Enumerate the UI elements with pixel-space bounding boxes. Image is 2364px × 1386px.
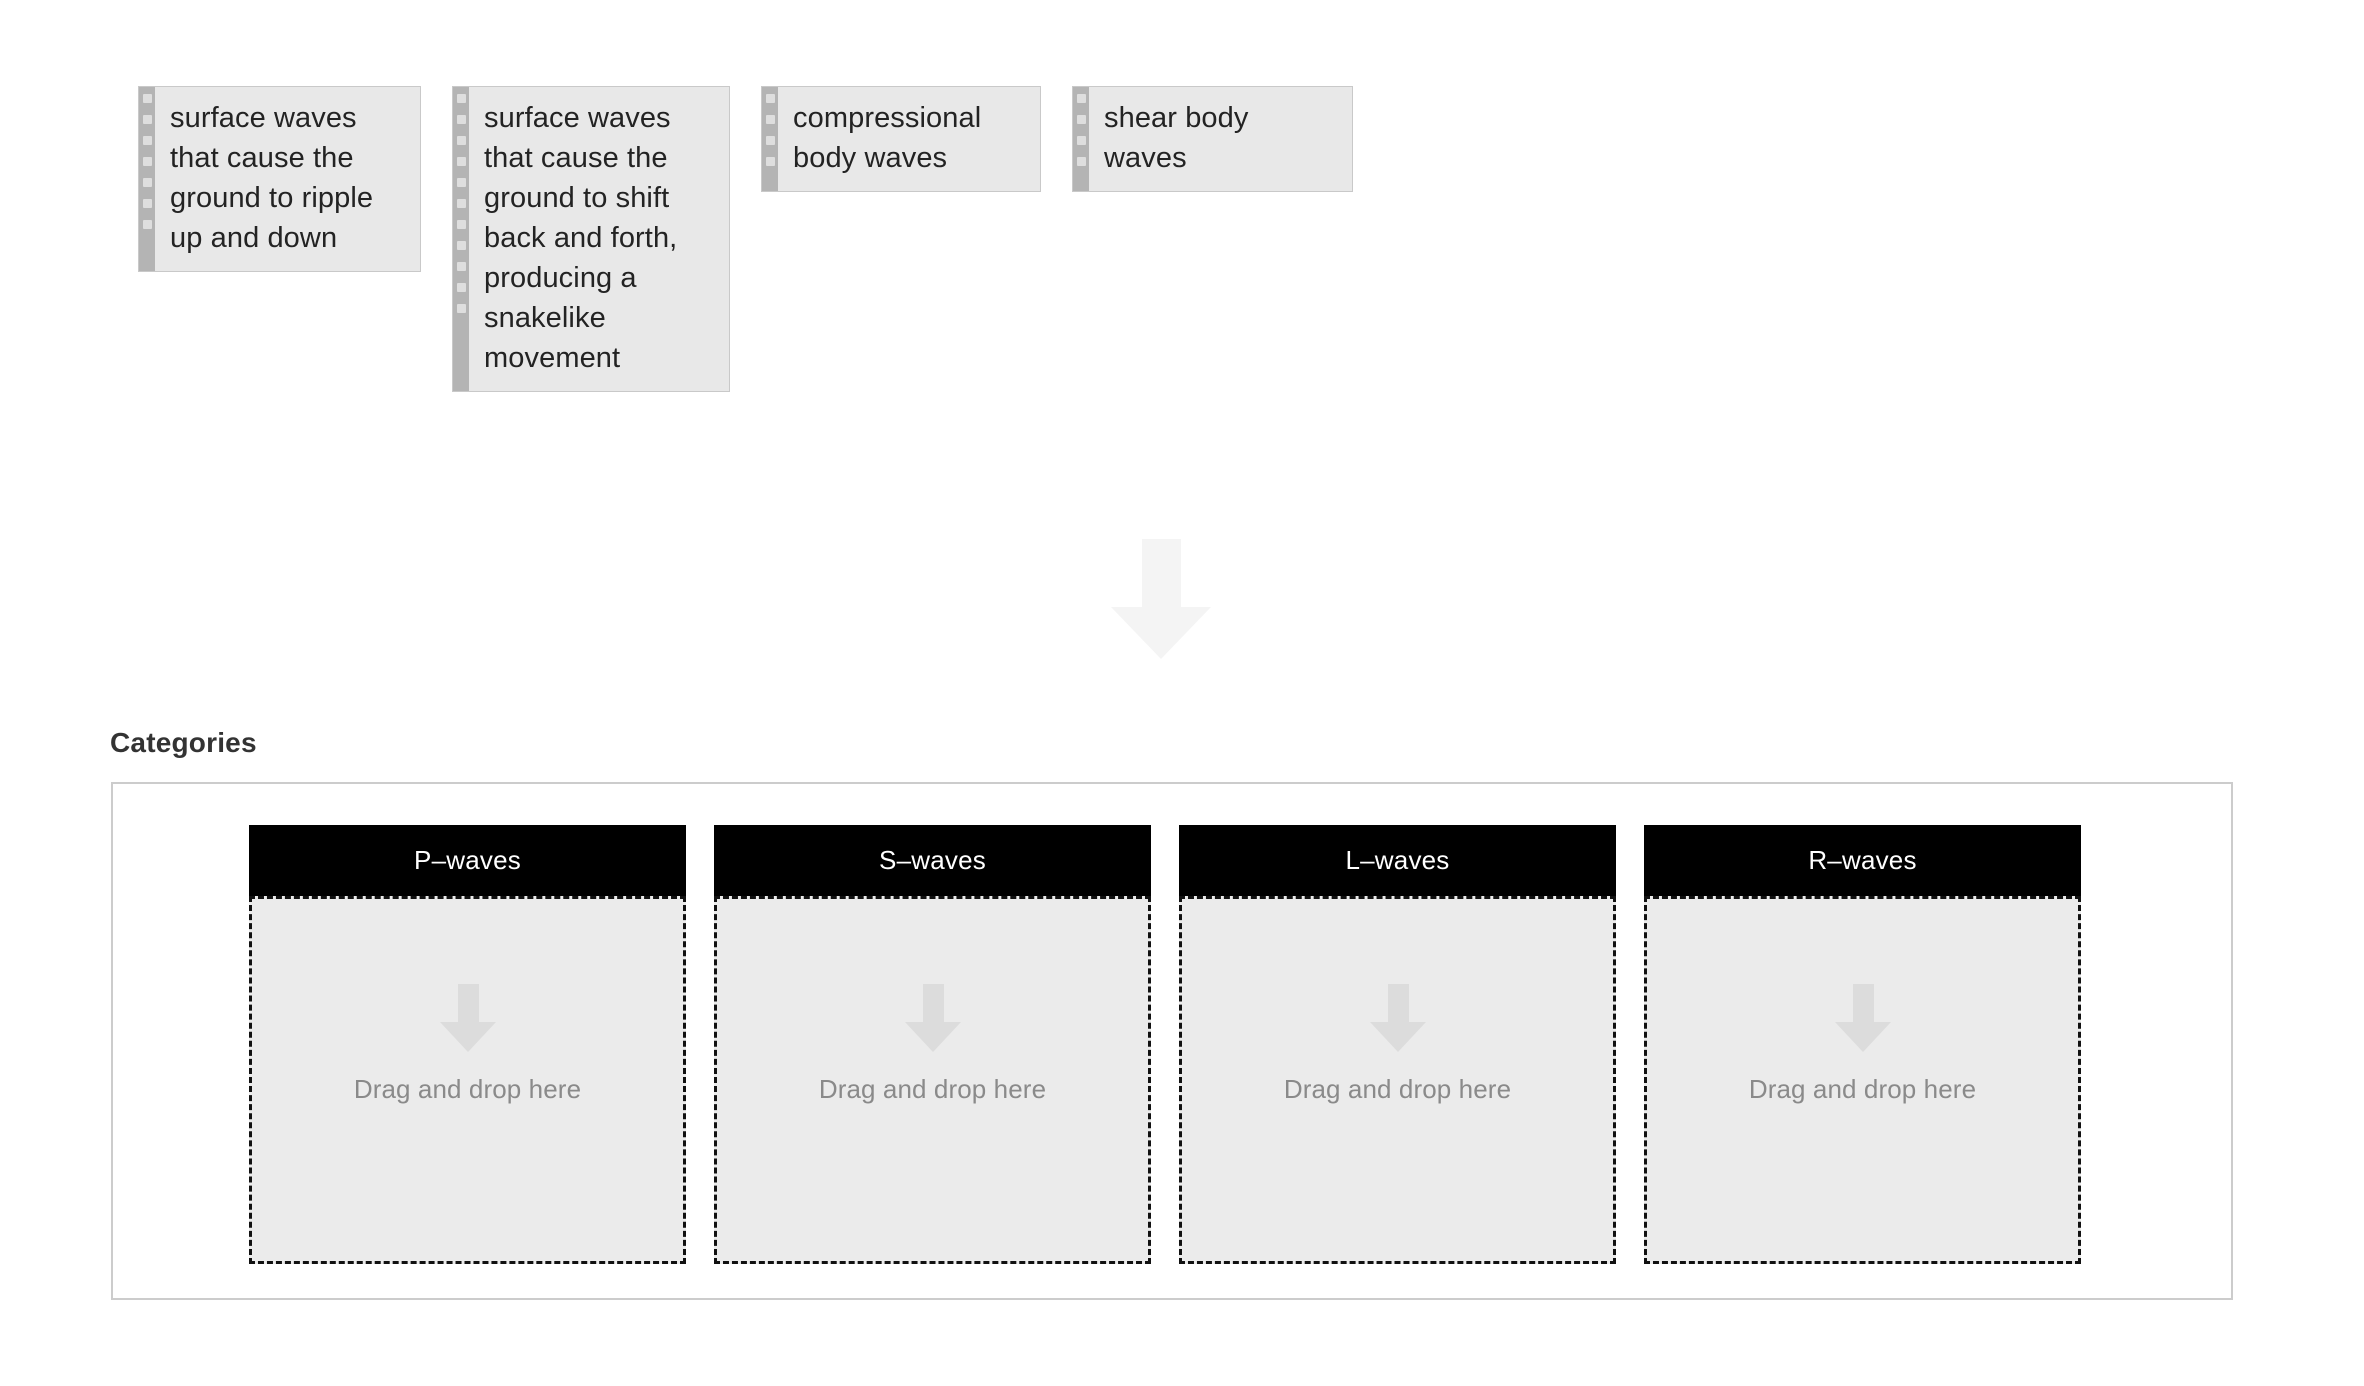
dropzone-p-waves[interactable]: Drag and drop here — [249, 896, 686, 1264]
page-title: Categories — [110, 727, 257, 758]
category-header: R–waves — [1644, 825, 2081, 896]
draggable-card[interactable]: compressional body waves — [761, 86, 1041, 192]
arrow-shaft — [922, 984, 944, 1024]
handle-dot — [456, 199, 466, 208]
dropzone-s-waves[interactable]: Drag and drop here — [714, 896, 1151, 1264]
arrow-down-icon — [1111, 539, 1211, 659]
category-column-l-waves: L–waves Drag and drop here — [1179, 825, 1616, 1264]
draggable-card[interactable]: surface waves that cause the ground to r… — [138, 86, 421, 272]
handle-dot — [456, 136, 466, 145]
dropzone-placeholder: Drag and drop here — [818, 1074, 1047, 1104]
handle-dot — [456, 157, 466, 166]
arrow-shaft — [1387, 984, 1409, 1024]
drag-handle-icon[interactable] — [762, 87, 778, 191]
arrow-head — [904, 1022, 961, 1052]
dropzone-placeholder: Drag and drop here — [1748, 1074, 1977, 1104]
arrow-head — [1834, 1022, 1891, 1052]
handle-dot — [456, 220, 466, 229]
category-header: S–waves — [714, 825, 1151, 896]
category-column-p-waves: P–waves Drag and drop here — [249, 825, 686, 1264]
draggable-items-tray: surface waves that cause the ground to r… — [138, 86, 1353, 392]
handle-dot — [765, 94, 775, 103]
dropzone-l-waves[interactable]: Drag and drop here — [1179, 896, 1616, 1264]
arrow-shaft — [457, 984, 479, 1024]
handle-dot — [142, 94, 152, 103]
draggable-card-label: shear body waves — [1104, 102, 1249, 174]
handle-dot — [1076, 94, 1086, 103]
arrow-head — [1111, 607, 1211, 659]
category-column-r-waves: R–waves Drag and drop here — [1644, 825, 2081, 1264]
category-header: L–waves — [1179, 825, 1616, 896]
drag-handle-icon[interactable] — [453, 87, 469, 391]
draggable-card-label: surface waves that cause the ground to r… — [170, 102, 374, 254]
categories-panel: P–waves Drag and drop here S–waves Drag … — [111, 782, 2233, 1300]
handle-dot — [142, 220, 152, 229]
category-header: P–waves — [249, 825, 686, 896]
arrow-down-icon — [1369, 984, 1426, 1052]
handle-dot — [142, 199, 152, 208]
arrow-shaft — [1142, 539, 1181, 609]
draggable-card[interactable]: surface waves that cause the ground to s… — [452, 86, 730, 392]
categories-grid: P–waves Drag and drop here S–waves Drag … — [249, 825, 2081, 1264]
handle-dot — [456, 304, 466, 313]
handle-dot — [456, 178, 466, 187]
handle-dot — [456, 283, 466, 292]
draggable-card[interactable]: shear body waves — [1072, 86, 1353, 192]
arrow-down-icon — [904, 984, 961, 1052]
drag-handle-icon[interactable] — [1073, 87, 1089, 191]
handle-dot — [456, 94, 466, 103]
draggable-card-label: surface waves that cause the ground to s… — [484, 102, 678, 374]
handle-dot — [765, 136, 775, 145]
dropzone-placeholder: Drag and drop here — [353, 1074, 582, 1104]
draggable-card-label: compressional body waves — [793, 102, 982, 174]
handle-dot — [456, 241, 466, 250]
arrow-down-icon — [439, 984, 496, 1052]
dropzone-placeholder: Drag and drop here — [1283, 1074, 1512, 1104]
handle-dot — [142, 157, 152, 166]
handle-dot — [765, 157, 775, 166]
handle-dot — [1076, 157, 1086, 166]
dropzone-r-waves[interactable]: Drag and drop here — [1644, 896, 2081, 1264]
handle-dot — [1076, 136, 1086, 145]
arrow-head — [439, 1022, 496, 1052]
handle-dot — [142, 136, 152, 145]
arrow-down-icon — [1834, 984, 1891, 1052]
drag-handle-icon[interactable] — [139, 87, 155, 271]
arrow-shaft — [1852, 984, 1874, 1024]
handle-dot — [765, 115, 775, 124]
handle-dot — [142, 178, 152, 187]
handle-dot — [142, 115, 152, 124]
category-column-s-waves: S–waves Drag and drop here — [714, 825, 1151, 1264]
handle-dot — [456, 262, 466, 271]
arrow-head — [1369, 1022, 1426, 1052]
handle-dot — [1076, 115, 1086, 124]
handle-dot — [456, 115, 466, 124]
